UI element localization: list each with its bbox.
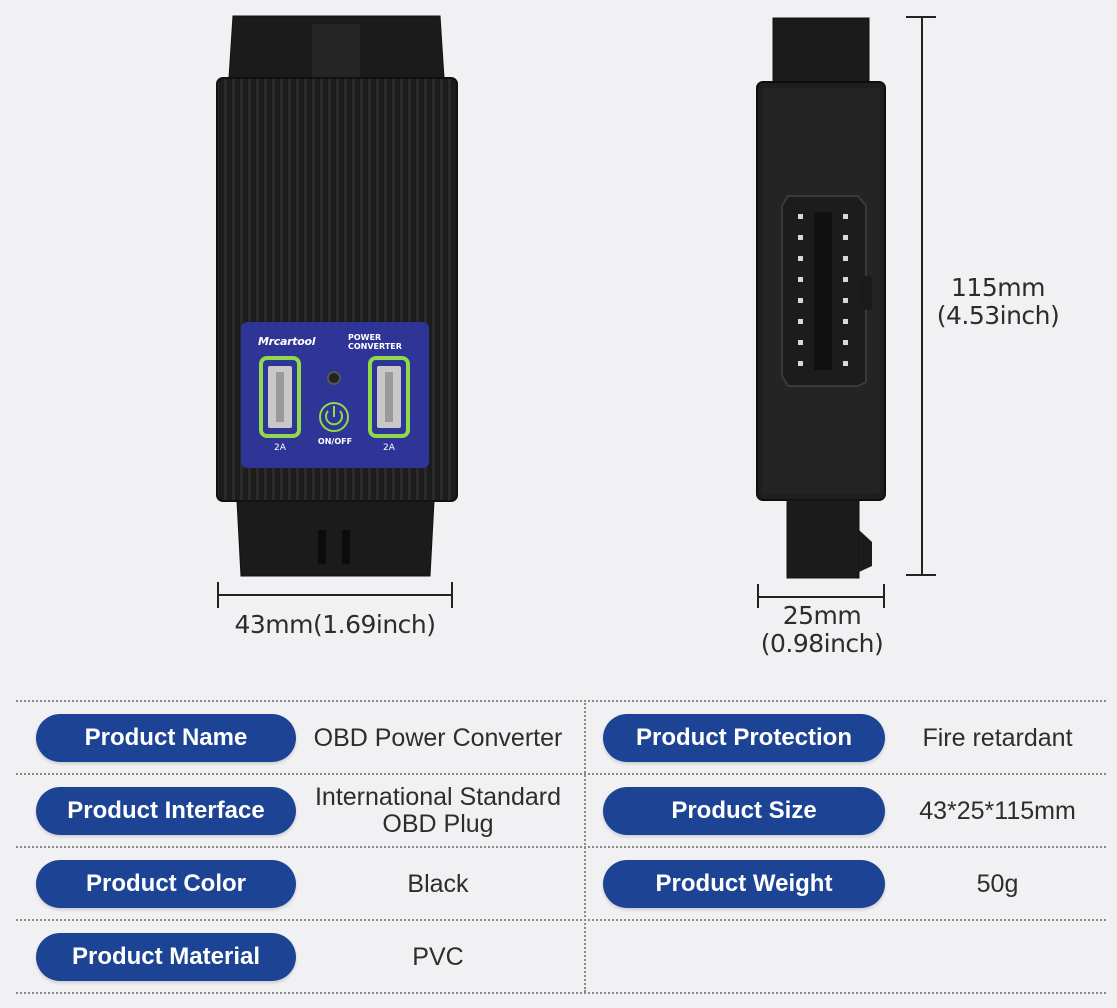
spec-label-product-weight: Product Weight — [603, 860, 885, 908]
spec-label-product-material: Product Material — [36, 933, 296, 981]
usb-right-rating: 2A — [383, 443, 395, 453]
height-dimension-label: 115mm (4.53inch) — [936, 273, 1060, 330]
usb-port-left — [259, 356, 301, 438]
product-hero: Mrcartool POWER CONVERTER 2A ON/OFF 2A 4… — [216, 15, 1060, 658]
spec-label-product-interface: Product Interface — [36, 787, 296, 835]
front-view — [216, 15, 458, 608]
device-title: POWER CONVERTER — [348, 333, 402, 351]
spec-label-product-name: Product Name — [36, 714, 296, 762]
product-illustration — [216, 15, 936, 608]
row-divider — [16, 700, 1106, 702]
spec-table: Product Name OBD Power Converter Product… — [0, 700, 1117, 1000]
switch-label: ON/OFF — [317, 437, 353, 446]
row-divider — [16, 773, 1106, 775]
depth-dimension-label: 25mm (0.98inch) — [760, 601, 884, 658]
spec-value-product-size: 43*25*115mm — [919, 796, 1076, 825]
spec-label-product-protection: Product Protection — [603, 714, 885, 762]
spec-value-product-name: OBD Power Converter — [313, 723, 563, 752]
brand-logo: Mrcartool — [258, 335, 316, 348]
spec-value-product-interface: International Standard OBD Plug — [314, 783, 561, 838]
power-icon — [319, 402, 349, 432]
spec-value-product-protection: Fire retardant — [922, 723, 1073, 752]
spec-value-product-material: PVC — [412, 942, 464, 971]
side-view — [756, 16, 936, 608]
usb-left-rating: 2A — [274, 443, 286, 453]
spec-label-product-size: Product Size — [603, 787, 885, 835]
spec-value-product-color: Black — [407, 869, 469, 898]
usb-port-right — [368, 356, 410, 438]
row-divider — [16, 992, 1106, 994]
width-dimension-label: 43mm(1.69inch) — [234, 610, 436, 639]
row-divider — [16, 919, 1106, 921]
spec-label-product-color: Product Color — [36, 860, 296, 908]
column-divider — [584, 700, 586, 992]
spec-value-product-weight: 50g — [976, 869, 1019, 898]
status-led — [327, 371, 341, 385]
row-divider — [16, 846, 1106, 848]
